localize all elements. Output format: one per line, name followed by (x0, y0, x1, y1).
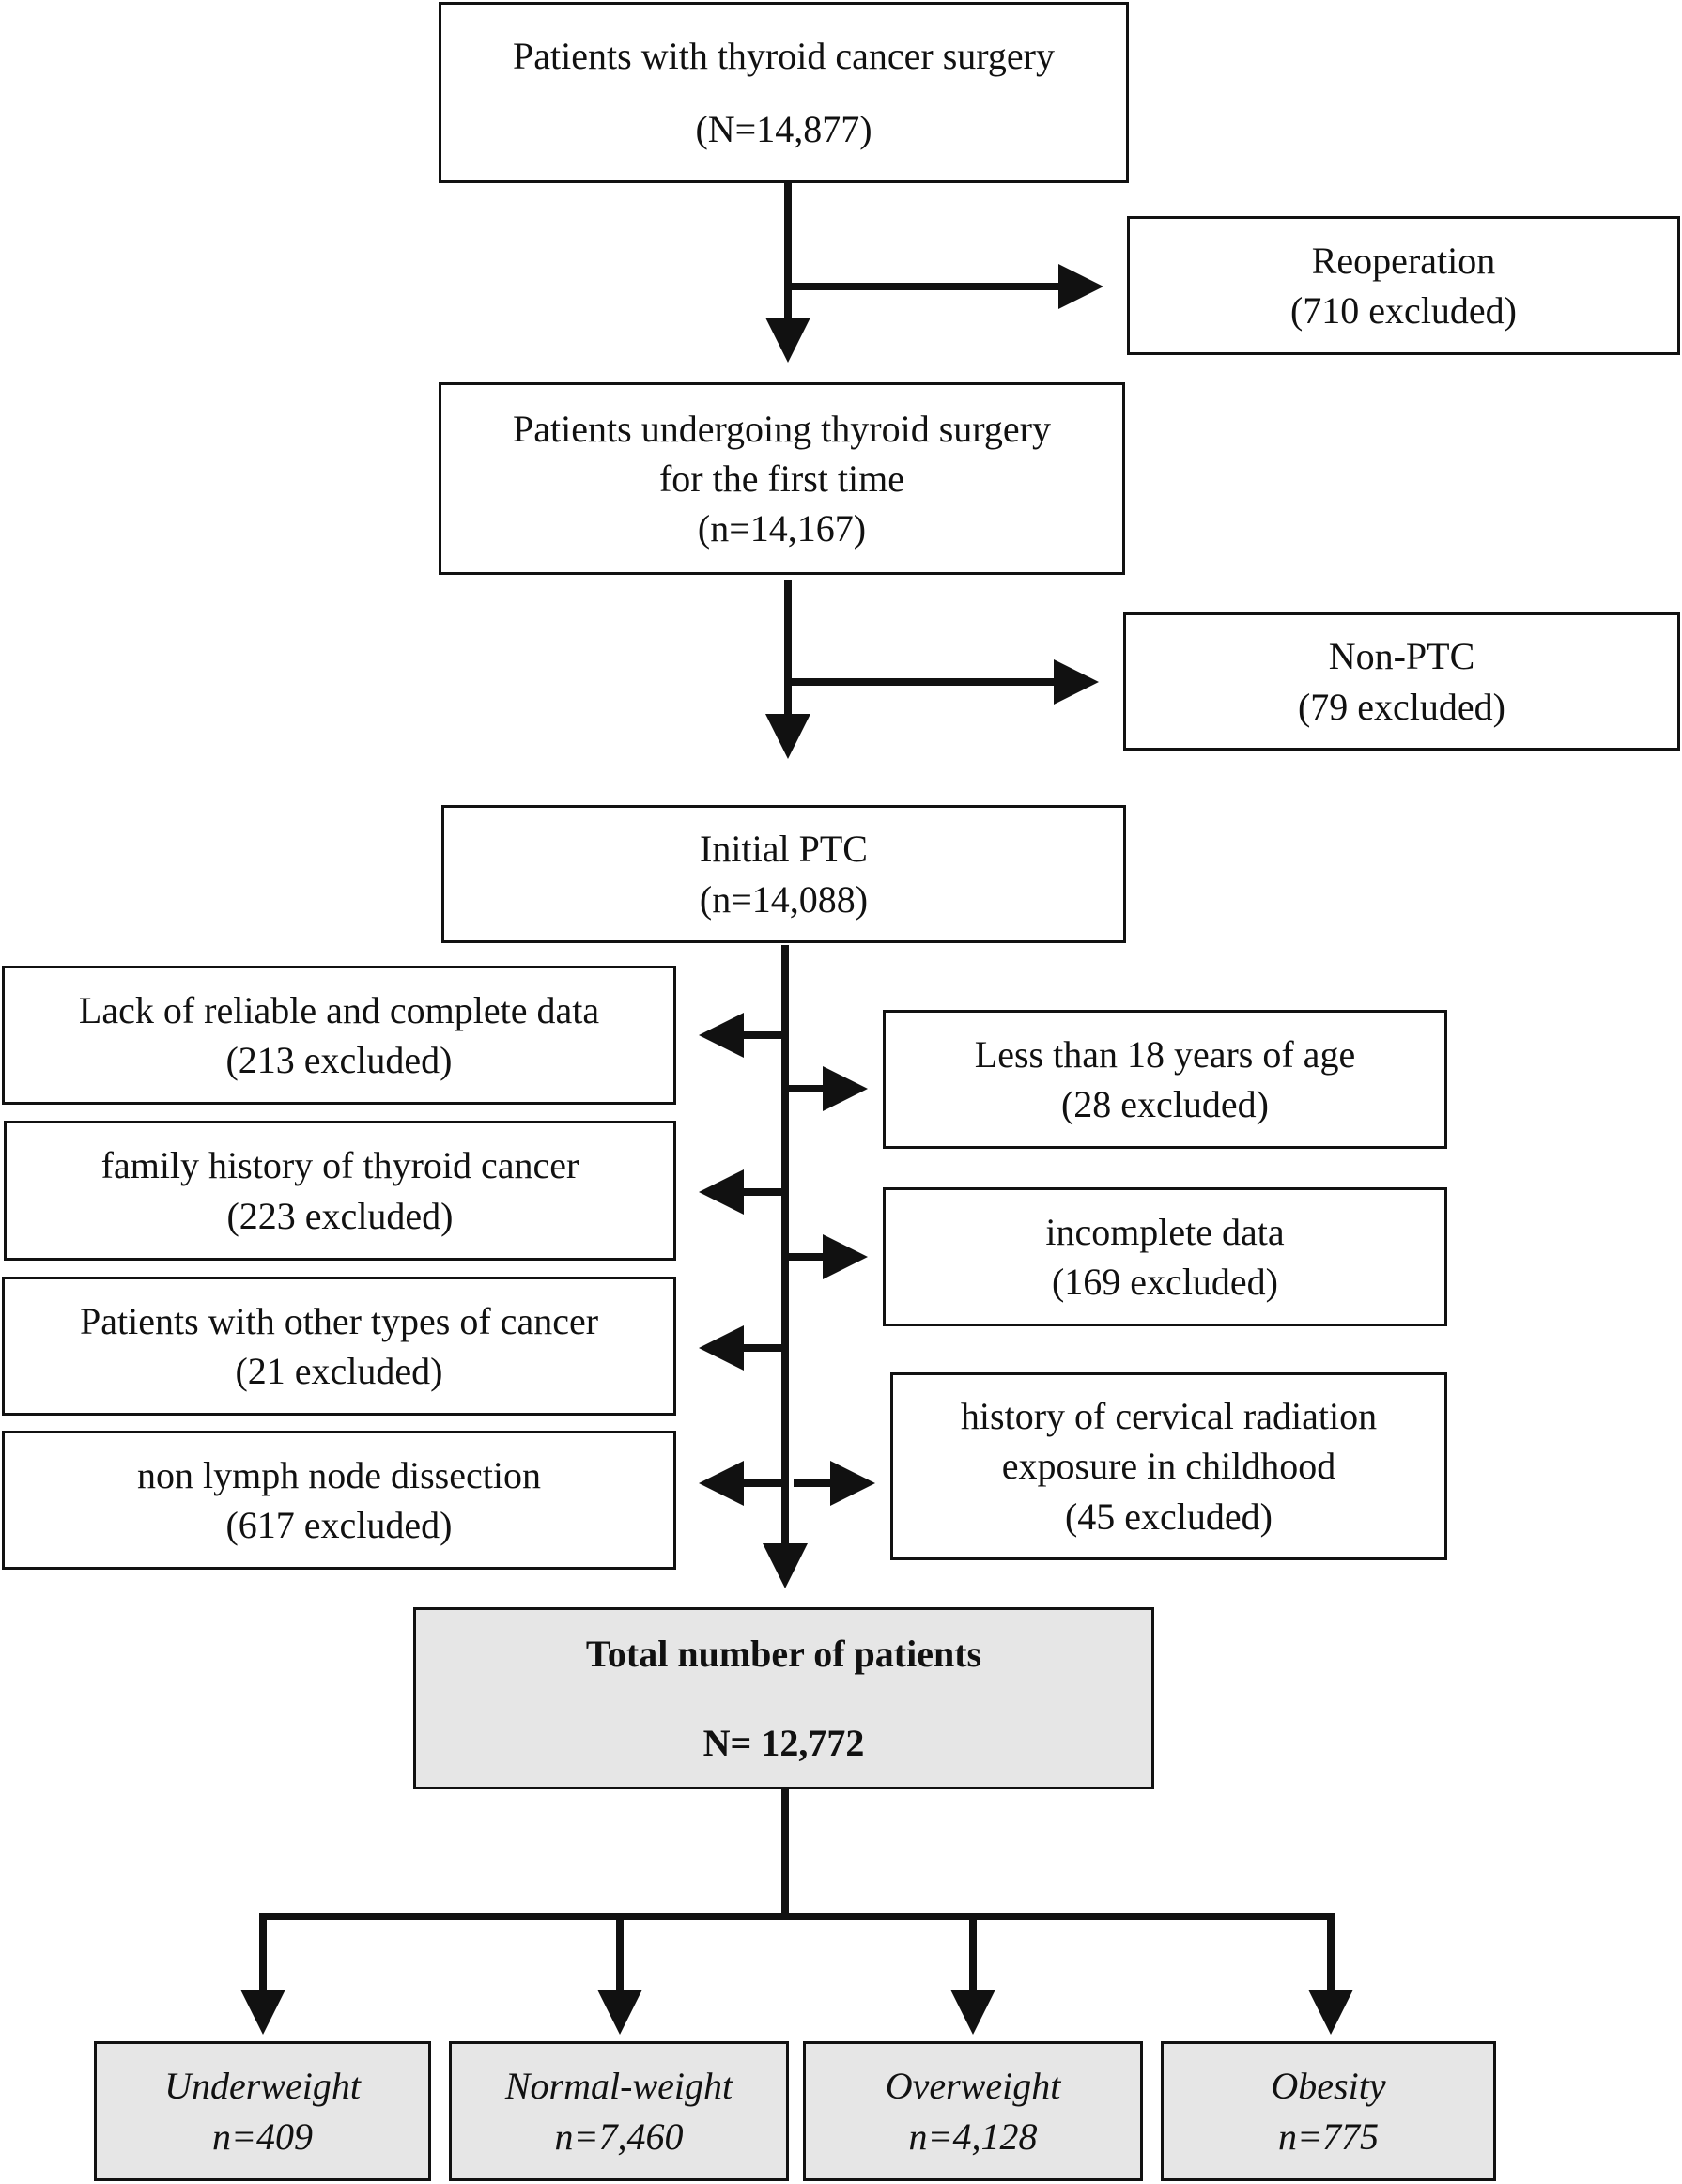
exclusion-count: (617 excluded) (225, 1504, 453, 1546)
start-title: Patients with thyroid cancer surgery (513, 35, 1055, 78)
initial-ptc-count: (n=14,088) (699, 877, 869, 921)
first-time-line2: for the first time (658, 457, 905, 500)
reoperation-label: Reoperation (1311, 239, 1496, 282)
group-count: n=775 (1278, 2114, 1379, 2158)
exclusion-count: (45 excluded) (1064, 1495, 1273, 1538)
first-time-box: Patients undergoing thyroid surgery for … (439, 382, 1125, 575)
start-box: Patients with thyroid cancer surgery (N=… (439, 2, 1129, 183)
group-box-underweight: Underweight n=409 (94, 2041, 431, 2181)
group-label: Overweight (885, 2065, 1061, 2108)
exclusion-count: (223 excluded) (226, 1194, 454, 1237)
exclusion-label: family history of thyroid cancer (100, 1144, 579, 1187)
group-box-normal-weight: Normal-weight n=7,460 (449, 2041, 789, 2181)
exclusion-box-left-1: Lack of reliable and complete data (213 … (2, 966, 676, 1105)
exclusion-count: (28 excluded) (1060, 1083, 1269, 1125)
start-count: (N=14,877) (695, 107, 872, 150)
exclusion-label: Lack of reliable and complete data (78, 988, 600, 1031)
exclusion-box-right-1: Less than 18 years of age (28 excluded) (883, 1010, 1447, 1149)
exclusion-box-left-2: family history of thyroid cancer (223 ex… (4, 1121, 676, 1261)
exclusion-count: (21 excluded) (235, 1350, 443, 1392)
exclusion-label-2: exposure in childhood (1001, 1445, 1336, 1488)
exclusion-box-left-4: non lymph node dissection (617 excluded) (2, 1431, 676, 1570)
total-box: Total number of patients N= 12,772 (413, 1607, 1154, 1789)
exclusion-box-right-3: history of cervical radiation exposure i… (890, 1372, 1447, 1560)
reoperation-box: Reoperation (710 excluded) (1127, 216, 1680, 355)
exclusion-label: incomplete data (1045, 1210, 1285, 1253)
group-count: n=4,128 (908, 2114, 1038, 2158)
group-count: n=7,460 (554, 2114, 684, 2158)
group-label: Underweight (164, 2065, 361, 2108)
exclusion-box-right-2: incomplete data (169 excluded) (883, 1187, 1447, 1326)
group-label: Obesity (1271, 2065, 1386, 2108)
total-label: Total number of patients (585, 1632, 982, 1675)
exclusion-count: (213 excluded) (225, 1039, 453, 1081)
total-count: N= 12,772 (702, 1722, 865, 1764)
reoperation-count: (710 excluded) (1289, 289, 1517, 332)
group-box-obesity: Obesity n=775 (1161, 2041, 1496, 2181)
initial-ptc-label: Initial PTC (700, 828, 868, 871)
exclusion-box-left-3: Patients with other types of cancer (21 … (2, 1277, 676, 1416)
group-box-overweight: Overweight n=4,128 (803, 2041, 1143, 2181)
exclusion-count: (169 excluded) (1051, 1261, 1278, 1303)
exclusion-label: history of cervical radiation (960, 1395, 1378, 1438)
group-count: n=409 (212, 2114, 313, 2158)
exclusion-label: Less than 18 years of age (974, 1032, 1356, 1076)
first-time-line1: Patients undergoing thyroid surgery (513, 407, 1051, 450)
non-ptc-box: Non-PTC (79 excluded) (1123, 612, 1680, 751)
group-label: Normal-weight (504, 2065, 733, 2108)
non-ptc-label: Non-PTC (1328, 635, 1475, 678)
exclusion-label: non lymph node dissection (137, 1453, 541, 1496)
exclusion-label: Patients with other types of cancer (79, 1299, 599, 1342)
non-ptc-count: (79 excluded) (1297, 685, 1505, 728)
initial-ptc-box: Initial PTC (n=14,088) (441, 805, 1126, 943)
first-time-count: (n=14,167) (697, 507, 867, 550)
